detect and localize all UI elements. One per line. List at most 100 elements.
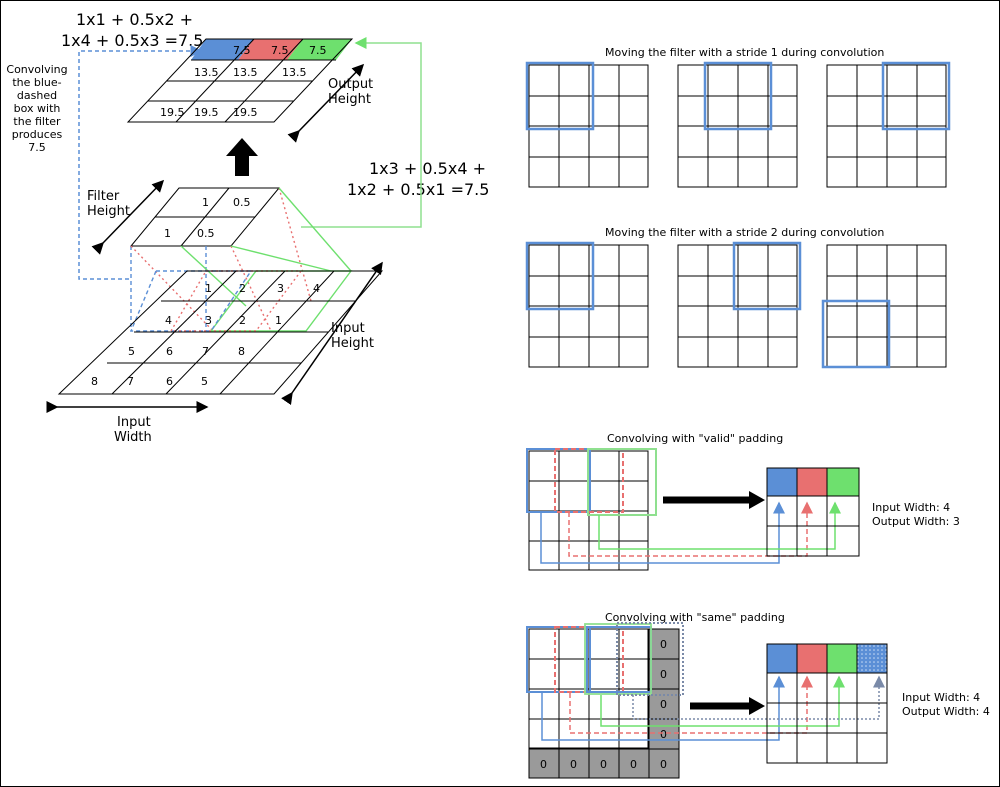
pad-zero: 0 <box>540 758 547 771</box>
input-value: 1 <box>275 314 282 327</box>
side-note-line: the filter <box>13 115 61 128</box>
stride2-grid-2 <box>677 241 802 368</box>
filter-value: 0.5 <box>197 227 215 240</box>
input-value: 8 <box>91 375 98 388</box>
side-note-line: produces <box>12 128 63 141</box>
valid-info: Input Width: 4 <box>872 501 950 514</box>
output-value: 7.5 <box>271 44 289 57</box>
input-value: 2 <box>239 282 246 295</box>
stride1-grid-1 <box>525 61 649 188</box>
stride2-grid-3 <box>821 244 947 369</box>
output-col-line <box>224 38 304 123</box>
output-value: 7.5 <box>233 44 251 57</box>
stride2-grid-1 <box>525 241 649 368</box>
side-note-line: Convolving <box>6 63 67 76</box>
side-note: Convolving the blue- dashed box with the… <box>6 63 67 154</box>
output-value: 19.5 <box>194 106 219 119</box>
same-arrow-head-icon <box>749 697 765 715</box>
input-value: 2 <box>239 314 246 327</box>
output-height-label: Output <box>328 77 373 92</box>
input-value: 8 <box>238 345 245 358</box>
input-value: 3 <box>277 282 284 295</box>
blue-dashed-connector <box>78 45 203 280</box>
filter-window <box>881 61 951 131</box>
same-connector-blue <box>541 675 785 741</box>
same-padding-title: Convolving with "same" padding <box>605 611 785 624</box>
input-value: 7 <box>127 375 134 388</box>
output-value: 19.5 <box>160 106 185 119</box>
input-value: 5 <box>201 375 208 388</box>
input-height-arrow <box>281 261 383 406</box>
input-height-label: Height <box>331 336 374 351</box>
input-value: 5 <box>128 345 135 358</box>
filter-value: 1 <box>164 227 171 240</box>
filter-window <box>703 61 773 131</box>
filter-window <box>525 241 595 311</box>
padding-cells: 0 0 0 0 0 0 0 0 0 <box>528 628 680 779</box>
equation-1-line2: 1x4 + 0.5x3 =7.5 <box>61 31 203 50</box>
same-connector-dotted <box>632 675 885 720</box>
pad-zero: 0 <box>660 758 667 771</box>
green-connector <box>301 37 422 228</box>
valid-output-grid <box>766 467 860 557</box>
input-value: 4 <box>165 314 172 327</box>
output-grid: 7.5 7.5 7.5 13.5 13.5 13.5 19.5 19.5 19.… <box>126 38 354 123</box>
stride2-title: Moving the filter with a stride 2 during… <box>605 226 884 239</box>
up-arrow-icon <box>226 138 258 176</box>
output-cell-red <box>238 39 303 60</box>
pad-zero: 0 <box>660 638 667 651</box>
filter-value: 0.5 <box>233 196 251 209</box>
same-info: Input Width: 4 <box>902 691 980 704</box>
pad-zero: 0 <box>570 758 577 771</box>
right-panel: Moving the filter with a stride 1 during… <box>525 46 990 779</box>
input-width-label: Input <box>117 415 151 430</box>
left-panel: 1x1 + 0.5x2 + 1x4 + 0.5x3 =7.5 1x3 + 0.5… <box>6 10 489 445</box>
input-col-line <box>165 270 286 395</box>
same-input-grid <box>528 628 649 749</box>
output-col-line <box>175 38 255 123</box>
output-height-arrow <box>287 63 365 143</box>
side-note-line: dashed <box>17 89 57 102</box>
output-outline <box>126 38 354 123</box>
valid-connector-red <box>568 501 813 557</box>
filter-value: 1 <box>202 196 209 209</box>
side-note-line: box with <box>14 102 61 115</box>
input-value: 3 <box>205 314 212 327</box>
stride1-grid-3 <box>826 61 951 188</box>
side-note-line: 7.5 <box>28 141 46 154</box>
same-filter-dotted <box>616 622 684 696</box>
input-col-line <box>111 270 237 395</box>
same-connector-red <box>569 675 813 734</box>
input-value: 1 <box>205 282 212 295</box>
filter-height-label: Filter <box>87 189 120 204</box>
output-value: 13.5 <box>194 66 219 79</box>
input-value: 6 <box>166 375 173 388</box>
stride1-title: Moving the filter with a stride 1 during… <box>605 46 884 59</box>
pad-zero: 0 <box>660 728 667 741</box>
output-value: 13.5 <box>233 66 258 79</box>
output-value: 19.5 <box>233 106 258 119</box>
input-value: 4 <box>313 282 320 295</box>
output-cell-blue <box>191 39 254 60</box>
output-value: 7.5 <box>309 44 327 57</box>
pad-zero: 0 <box>660 698 667 711</box>
side-note-line: the blue- <box>12 76 61 89</box>
filter-window <box>525 61 595 131</box>
input-width-label: Width <box>114 430 152 445</box>
filter-window <box>821 299 891 369</box>
equation-2-line2: 1x2 + 0.5x1 =7.5 <box>347 180 489 199</box>
filter-height-label: Height <box>87 204 130 219</box>
same-connector-green <box>600 675 845 727</box>
output-value: 13.5 <box>282 66 307 79</box>
valid-connector-blue <box>540 501 785 564</box>
filter-height-arrow <box>91 179 165 255</box>
pad-zero: 0 <box>630 758 637 771</box>
equation-2-line1: 1x3 + 0.5x4 + <box>369 159 486 178</box>
same-output-grid <box>766 643 888 764</box>
equation-1-line1: 1x1 + 0.5x2 + <box>76 10 193 29</box>
input-value: 6 <box>166 345 173 358</box>
input-value: 7 <box>202 345 209 358</box>
valid-padding-title: Convolving with "valid" padding <box>607 432 783 445</box>
